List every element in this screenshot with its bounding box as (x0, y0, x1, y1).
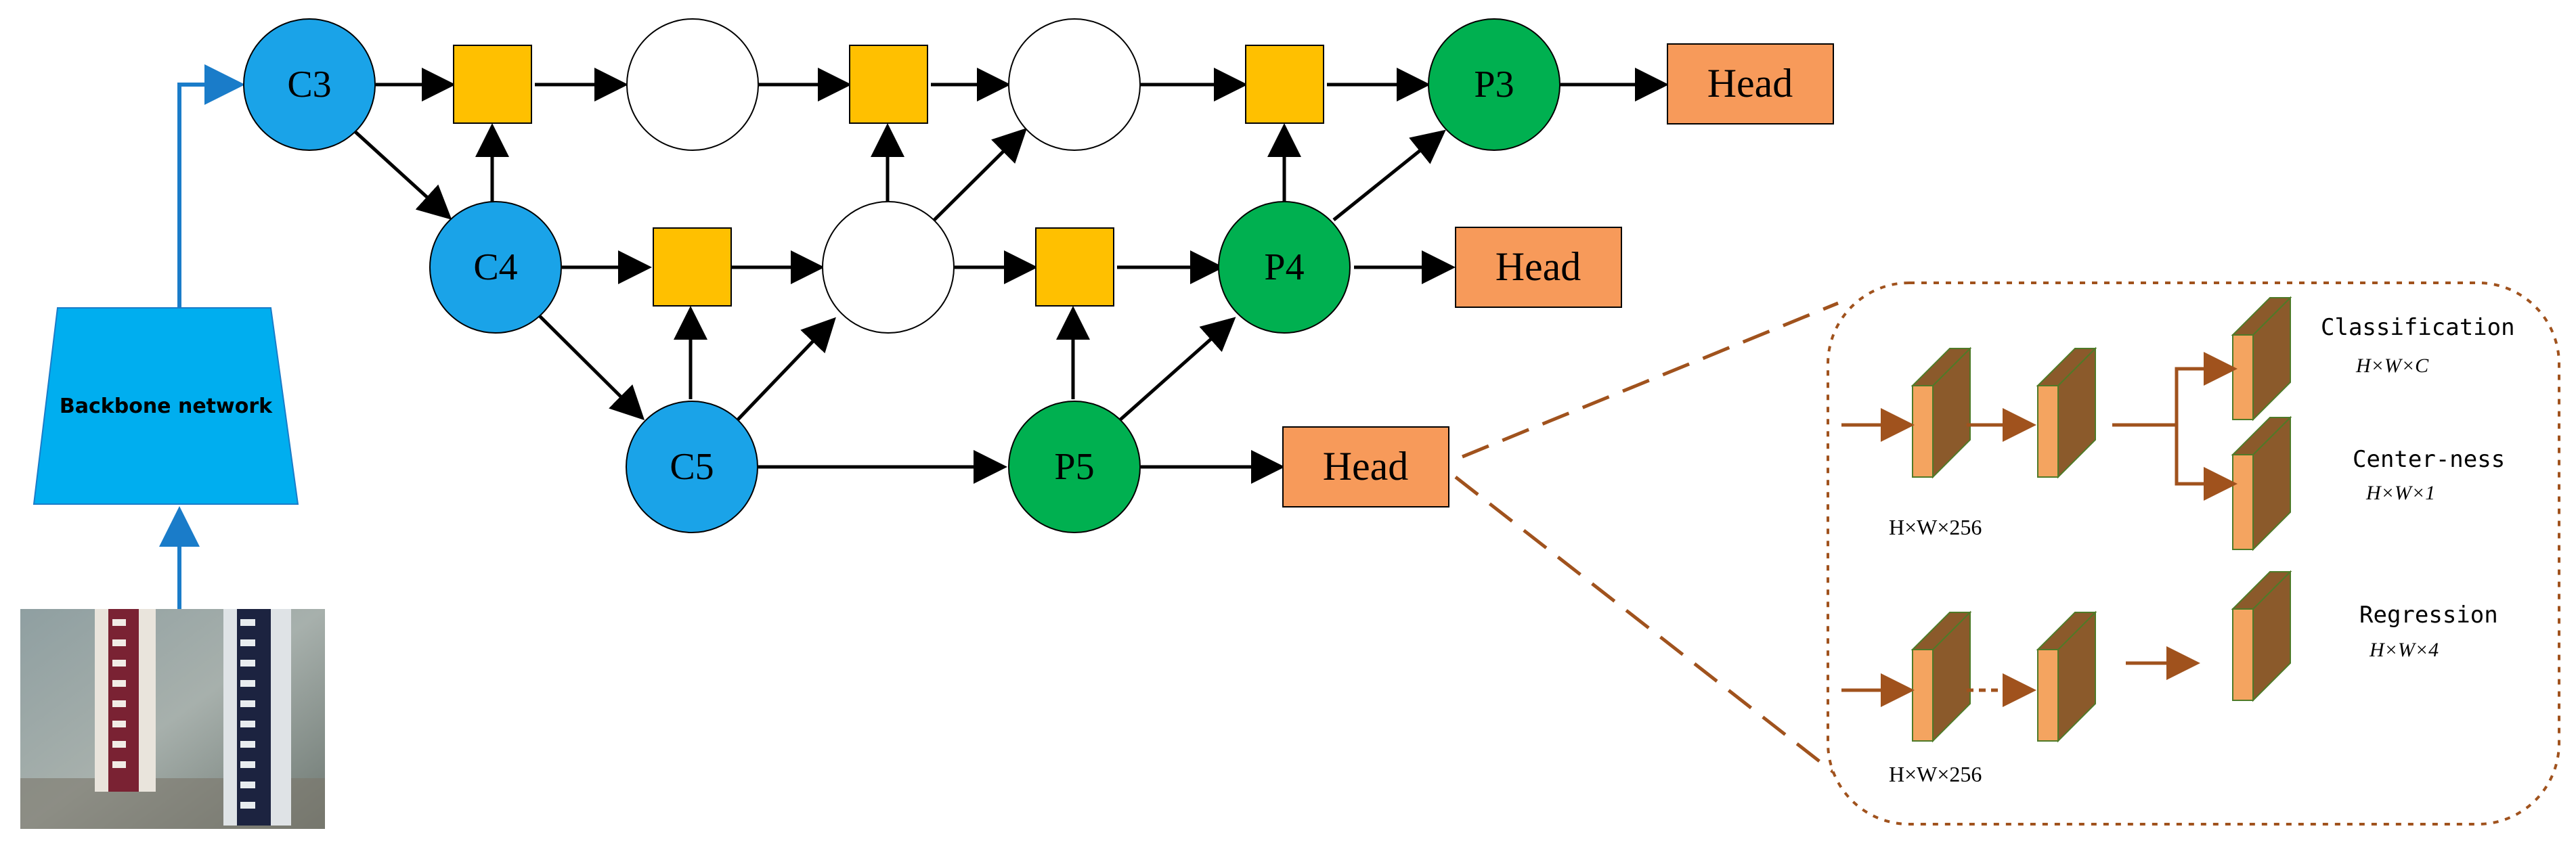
feature-map-block (2231, 415, 2292, 551)
node-p5-label: P5 (1054, 446, 1094, 488)
feature-shape-top: H×W×256 (1889, 515, 1982, 539)
head-detail-arrows (1841, 352, 2237, 707)
node-c3-label: C3 (287, 64, 331, 106)
feature-map-block (1911, 610, 1972, 743)
node-p4: P4 (1218, 201, 1351, 334)
fuse-box (453, 45, 532, 124)
node-p4-label: P4 (1264, 246, 1304, 288)
feature-map-block (2036, 346, 2097, 479)
feature-map-block (2231, 570, 2292, 702)
head-p5: Head (1282, 426, 1449, 507)
fuse-box (1035, 227, 1114, 307)
fuse-box (653, 227, 732, 307)
feature-map-block (2036, 610, 2097, 743)
regression-label: Regression (2359, 602, 2498, 629)
node-c4: C4 (429, 201, 562, 334)
backbone-network: Backbone network (32, 307, 299, 505)
node-p3: P3 (1428, 18, 1560, 151)
node-c5-label: C5 (670, 446, 714, 488)
intermediate-nodes (626, 18, 1141, 334)
node-p5: P5 (1008, 401, 1141, 533)
node-p3-label: P3 (1474, 64, 1514, 106)
head-p3-label: Head (1707, 61, 1793, 106)
zoom-lines (1454, 301, 1860, 793)
fuse-box (1245, 45, 1324, 124)
classification-label: Classification (2321, 314, 2515, 341)
fpn-connections (354, 68, 1669, 484)
fuse-box (849, 45, 928, 124)
intermediate-node (1008, 18, 1141, 151)
head-p3: Head (1667, 43, 1834, 125)
centerness-label: Center-ness (2353, 446, 2505, 473)
node-c4-label: C4 (473, 246, 517, 288)
regression-shape: H×W×4 (2369, 639, 2439, 661)
water-gauge-photo (20, 609, 325, 829)
centerness-shape: H×W×1 (2365, 482, 2435, 504)
backbone-label: Backbone network (60, 394, 273, 418)
head-p4: Head (1455, 227, 1622, 308)
head-detail-panel: Classification H×W×C Center-ness H×W×1 R… (1827, 281, 2560, 826)
intermediate-node (822, 201, 955, 334)
intermediate-node (626, 18, 759, 151)
node-c5: C5 (626, 401, 758, 533)
feature-shape-bottom: H×W×256 (1889, 762, 1982, 786)
classification-shape: H×W×C (2355, 355, 2429, 377)
head-p4-label: Head (1496, 244, 1581, 289)
head-p5-label: Head (1323, 444, 1409, 489)
fusion-nodes (453, 45, 1324, 307)
backbone-to-c3-arrow (177, 64, 245, 308)
feature-map-block (2231, 296, 2292, 422)
feature-map-block (1911, 346, 1972, 479)
node-c3: C3 (243, 18, 376, 151)
